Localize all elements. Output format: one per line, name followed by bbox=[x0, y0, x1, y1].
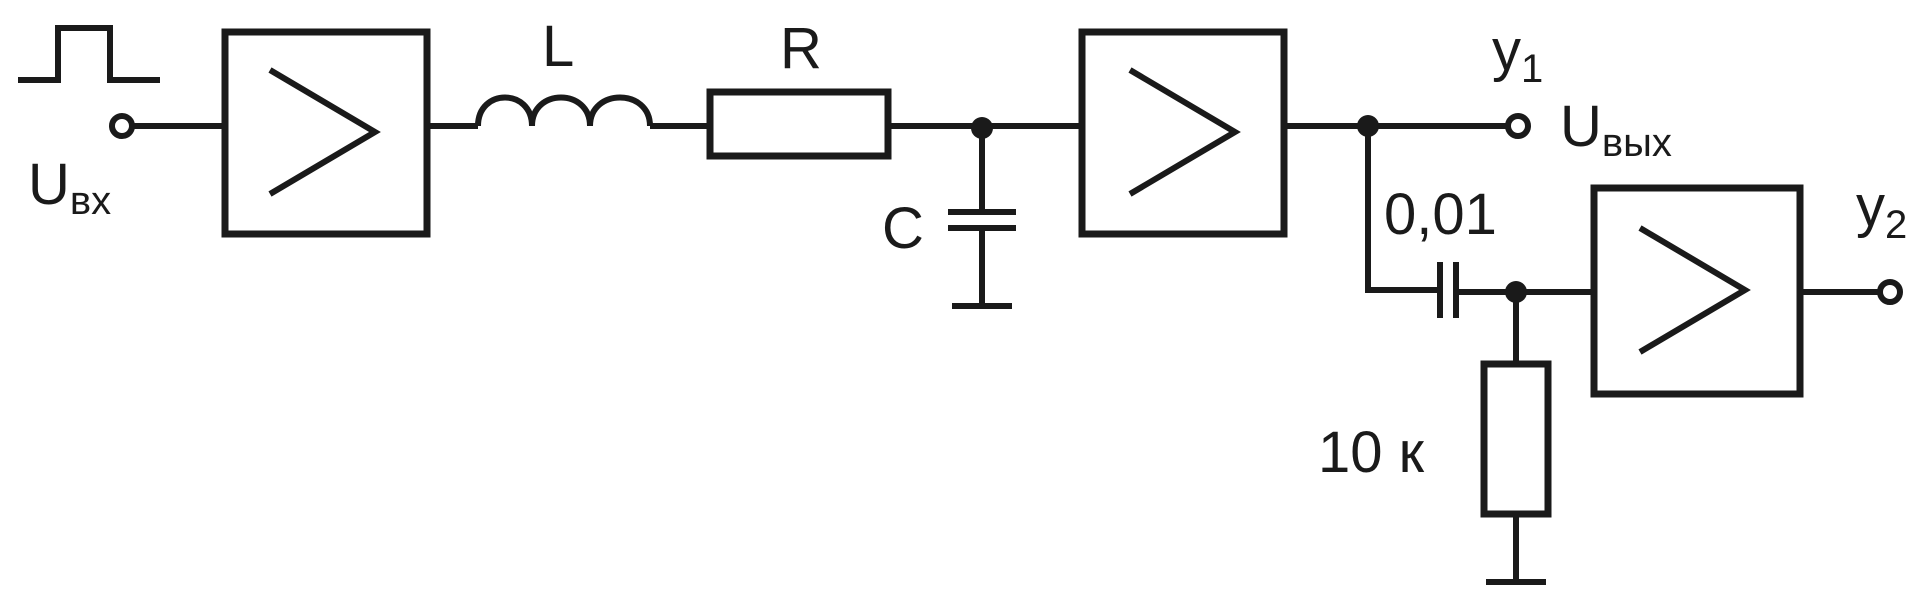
triangle-amplifier-icon bbox=[268, 67, 381, 197]
output-y1-label: y1 bbox=[1492, 18, 1543, 91]
coupling-capacitor-label: 0,01 bbox=[1384, 182, 1497, 247]
inductor-symbol bbox=[475, 94, 653, 127]
amplifier-2 bbox=[1078, 28, 1288, 238]
capacitor-c bbox=[948, 128, 1016, 309]
resistor-symbol bbox=[706, 88, 892, 160]
amplifier-3 bbox=[1590, 184, 1804, 398]
amplifier-1 bbox=[221, 28, 431, 238]
triangle-amplifier-icon bbox=[1128, 67, 1241, 197]
capacitor-label: C bbox=[882, 196, 924, 261]
input-label: Uвх bbox=[28, 152, 111, 223]
square-pulse-icon bbox=[18, 25, 160, 83]
output-y2-label: y2 bbox=[1856, 174, 1907, 247]
inductor-label: L bbox=[542, 14, 574, 79]
output-terminal-icon bbox=[1505, 113, 1531, 139]
input-terminal-icon bbox=[109, 113, 135, 139]
resistor-label: R bbox=[780, 16, 822, 81]
output-voltage-label: Uвых bbox=[1560, 94, 1672, 165]
load-resistor bbox=[1480, 292, 1552, 585]
output-terminal-icon bbox=[1877, 279, 1903, 305]
wire bbox=[1365, 126, 1440, 293]
coupling-capacitor bbox=[1437, 262, 1459, 318]
load-resistor-label: 10 к bbox=[1318, 420, 1425, 485]
triangle-amplifier-icon bbox=[1638, 225, 1751, 355]
